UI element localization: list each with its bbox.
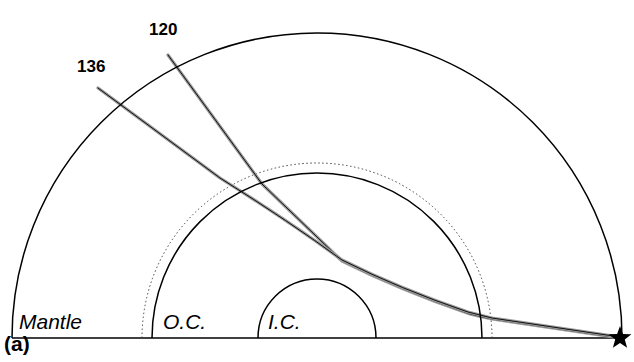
- distance-label: 136: [77, 58, 105, 75]
- ray-paths: [98, 55, 620, 338]
- region-outline: [12, 33, 622, 338]
- ray-path: [98, 88, 620, 337]
- mantle-region: Mantle O.C. I.C.: [12, 33, 622, 338]
- region-label: O.C.: [163, 311, 206, 332]
- region-arc: [258, 279, 376, 338]
- region-arc: [152, 173, 482, 338]
- ray-path: [168, 55, 620, 338]
- region-label: Mantle: [19, 311, 82, 332]
- dotted-boundary: [142, 163, 492, 338]
- region-arc: [12, 33, 622, 338]
- baseline: [12, 337, 620, 339]
- ray-path: [98, 88, 620, 337]
- source-star: [609, 326, 632, 348]
- distance-label: 120: [149, 21, 177, 38]
- outer-core-region: O.C. I.C.: [152, 173, 482, 338]
- region-label: I.C.: [268, 311, 301, 332]
- inner-core-region: I.C.: [258, 279, 376, 338]
- ray-path: [168, 55, 620, 338]
- panel-label: (a): [4, 333, 30, 354]
